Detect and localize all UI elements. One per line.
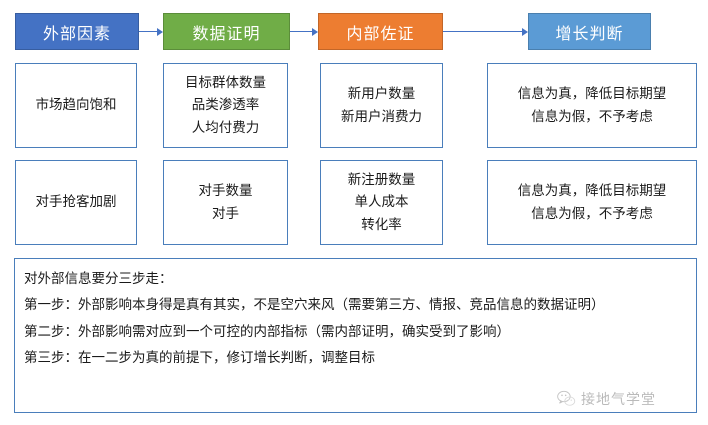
cell-line: 对手数量 bbox=[198, 183, 253, 200]
notes-line: 第一步：外部影响本身得是真有其实，不是空穴来风（需要第三方、情报、竞品信息的数据… bbox=[24, 297, 605, 314]
arrow-line bbox=[443, 31, 522, 32]
stage-box-growth-judgement: 增长判断 bbox=[528, 13, 651, 50]
cell-line: 信息为真，降低目标期望 bbox=[517, 183, 667, 200]
watermark: 接地气学堂 bbox=[556, 386, 686, 412]
arrow-head-icon bbox=[522, 28, 528, 36]
arrow-external-to-data bbox=[139, 27, 163, 37]
cell-line: 目标群体数量 bbox=[185, 75, 266, 92]
cell-line: 市场趋向饱和 bbox=[35, 97, 117, 114]
cell-line: 信息为假，不予考虑 bbox=[531, 205, 653, 222]
notes-panel: 对外部信息要分三步走： 第一步：外部影响本身得是真有其实，不是空穴来风（需要第三… bbox=[14, 258, 697, 413]
stage-label: 数据证明 bbox=[192, 23, 261, 43]
arrow-internal-to-judgement bbox=[443, 27, 528, 37]
arrow-data-to-internal bbox=[290, 27, 318, 37]
stage-box-internal-evidence: 内部佐证 bbox=[318, 13, 443, 50]
cell-line: 单人成本 bbox=[354, 194, 409, 211]
notes-line: 对外部信息要分三步走： bbox=[24, 271, 173, 287]
stage-label: 外部因素 bbox=[42, 23, 111, 43]
cell-internal-row2: 新注册数量单人成本转化率 bbox=[320, 160, 443, 245]
cell-line: 新用户消费力 bbox=[341, 108, 422, 125]
cell-line: 新注册数量 bbox=[347, 172, 416, 189]
arrow-head-icon bbox=[157, 28, 163, 36]
cell-external-row1: 市场趋向饱和 bbox=[15, 63, 137, 148]
cell-line: 对手 bbox=[212, 205, 239, 222]
cell-data-proof-row2: 对手数量对手 bbox=[163, 160, 288, 245]
stage-box-external-factor: 外部因素 bbox=[15, 13, 139, 50]
cell-line: 新用户数量 bbox=[347, 86, 416, 103]
stage-label: 增长判断 bbox=[555, 23, 624, 43]
cell-judgement-row1: 信息为真，降低目标期望信息为假，不予考虑 bbox=[487, 63, 697, 148]
arrow-line bbox=[290, 31, 312, 32]
cell-line: 人均付费力 bbox=[191, 119, 260, 136]
cell-line: 对手抢客加剧 bbox=[35, 194, 117, 211]
notes-line: 第二步：外部影响需对应到一个可控的内部指标（需内部证明，确实受到了影响） bbox=[24, 323, 510, 340]
arrow-head-icon bbox=[312, 28, 318, 36]
watermark-text: 接地气学堂 bbox=[581, 392, 656, 408]
cell-line: 转化率 bbox=[361, 216, 402, 233]
cell-line: 信息为真，降低目标期望 bbox=[517, 86, 667, 103]
cell-line: 品类渗透率 bbox=[191, 97, 260, 114]
notes-line: 第三步：在一二步为真的前提下，修订增长判断，调整目标 bbox=[24, 349, 375, 366]
arrow-line bbox=[139, 31, 157, 32]
cell-judgement-row2: 信息为真，降低目标期望信息为假，不予考虑 bbox=[487, 160, 697, 245]
cell-internal-row1: 新用户数量新用户消费力 bbox=[320, 63, 443, 148]
cell-line: 信息为假，不予考虑 bbox=[531, 108, 653, 125]
stage-label: 内部佐证 bbox=[346, 23, 415, 43]
cell-external-row2: 对手抢客加剧 bbox=[15, 160, 137, 245]
stage-box-data-proof: 数据证明 bbox=[163, 13, 290, 50]
cell-data-proof-row1: 目标群体数量品类渗透率人均付费力 bbox=[163, 63, 288, 148]
wechat-logo-icon bbox=[557, 390, 576, 406]
